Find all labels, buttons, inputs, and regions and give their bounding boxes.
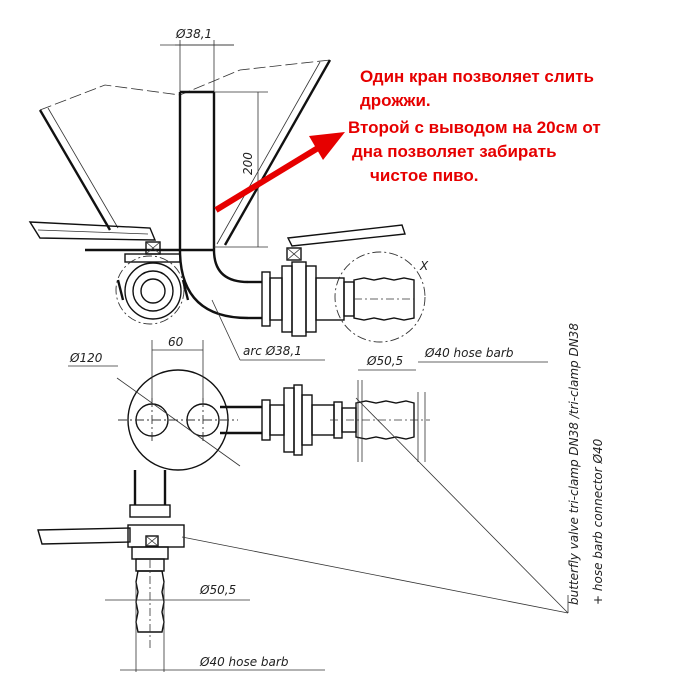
plan-lower-assembly [37, 470, 185, 672]
side-label-1: butterfly valve tri-clamp DN38 /tri-clam… [567, 323, 581, 605]
valve-dia-bottom-label: Ø50,5 [199, 583, 236, 597]
height-label: 200 [241, 152, 255, 175]
barb-bottom-label: Ø40 hose barb [199, 655, 289, 669]
bottom-valve-side [28, 221, 215, 325]
barb-right-label: Ø40 hose barb [424, 346, 514, 360]
tank-cone [38, 59, 332, 246]
side-outlet-valve: X [261, 224, 429, 343]
red-arrow [214, 132, 345, 213]
side-label-leaders [181, 397, 569, 614]
side-label-2: + hose barb connector Ø40 [591, 438, 605, 605]
callout-line-5: чистое пиво. [370, 166, 479, 185]
arc-label: arc Ø38,1 [243, 344, 302, 358]
callout: Один кран позволяет слить дрожжи. Второй… [348, 67, 601, 185]
dimension-right: Ø50,5 Ø40 hose barb [358, 346, 548, 371]
callout-line-4: дна позволяет забирать [352, 142, 557, 161]
dimension-top-width: Ø38,1 [160, 27, 234, 92]
dimension-height: 200 [214, 91, 268, 248]
detail-mark-x: X [419, 259, 429, 273]
dimension-plan: Ø120 60 [68, 335, 204, 402]
callout-line-1: Один кран позволяет слить [360, 67, 594, 86]
top-width-label: Ø38,1 [175, 27, 212, 41]
valve-dia-right-label: Ø50,5 [366, 354, 403, 368]
plan-right-assembly [220, 380, 430, 462]
dimension-bottom: Ø50,5 Ø40 hose barb [105, 583, 325, 671]
spacing-label: 60 [168, 335, 184, 349]
circle-dia-label: Ø120 [69, 351, 103, 365]
side-labels: butterfly valve tri-clamp DN38 /tri-clam… [567, 323, 605, 605]
arc-leader: arc Ø38,1 [211, 299, 325, 361]
callout-line-3: Второй с выводом на 20см от [348, 118, 601, 137]
callout-line-2: дрожжи. [360, 91, 431, 110]
vertical-pipe [178, 90, 262, 320]
plan-view-circle [116, 369, 241, 471]
